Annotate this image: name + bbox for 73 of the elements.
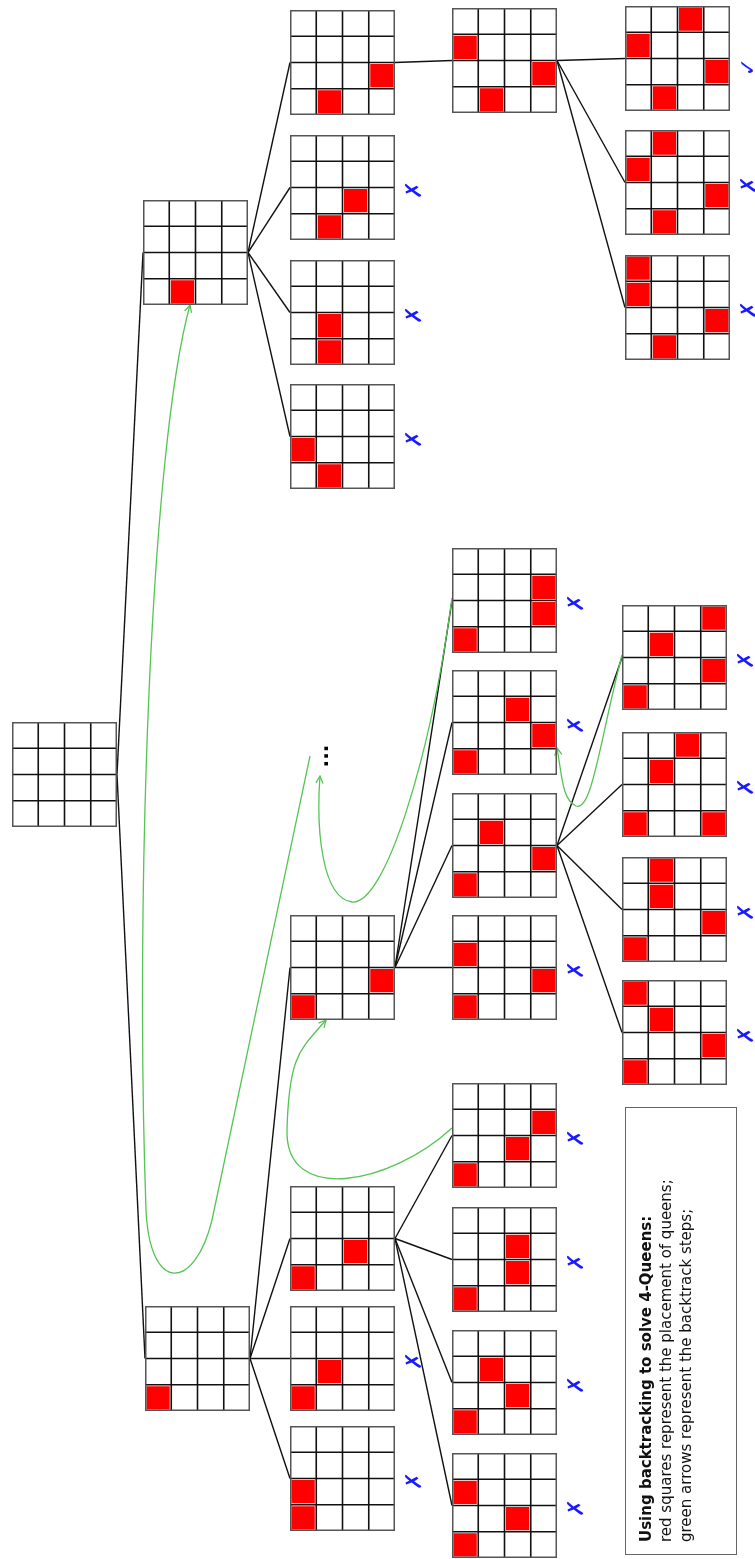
status-mark: ✗	[735, 901, 755, 923]
chessboard	[290, 135, 395, 240]
backtrack-arrow	[315, 597, 453, 903]
status-mark: ✗	[565, 1497, 587, 1519]
chessboard	[452, 793, 557, 898]
chessboard	[625, 255, 730, 360]
status-mark: ✗	[403, 1470, 425, 1492]
chessboard	[625, 6, 730, 111]
status-mark: ✗	[403, 179, 425, 201]
chessboard	[290, 1306, 395, 1411]
status-mark: ✗	[403, 428, 425, 450]
backtrack-arrow	[554, 654, 623, 807]
chessboard	[12, 722, 117, 827]
tree-line	[116, 251, 144, 776]
tree-line	[556, 844, 623, 911]
chessboard	[290, 915, 395, 1020]
chessboard	[290, 10, 395, 115]
chessboard	[452, 1207, 557, 1312]
chessboard	[622, 857, 727, 962]
chessboard	[143, 200, 248, 305]
tree-line	[556, 57, 626, 62]
chessboard	[622, 980, 727, 1085]
tree-line	[556, 59, 626, 309]
status-mark: ✗	[403, 304, 425, 326]
tree-line	[394, 1237, 453, 1384]
chessboard	[625, 130, 730, 235]
tree-line	[394, 59, 453, 64]
chessboard	[452, 1083, 557, 1188]
ellipsis: ...	[310, 743, 332, 770]
chessboard	[452, 670, 557, 775]
tree-line	[247, 186, 291, 254]
tree-line	[556, 59, 626, 184]
status-mark: ✗	[565, 1251, 587, 1273]
chessboard	[452, 1453, 557, 1558]
chessboard	[145, 1306, 250, 1411]
tree-line	[249, 1357, 291, 1480]
status-mark: ✗	[565, 1374, 587, 1396]
chessboard	[290, 1186, 395, 1291]
legend-heading: Using backtracking to solve 4-Queens:	[636, 1214, 656, 1542]
chessboard	[622, 732, 727, 837]
chessboard	[452, 915, 557, 1020]
tree-line	[556, 783, 623, 847]
backtrack-arrow	[286, 1019, 453, 1180]
status-mark: ✗	[403, 1350, 425, 1372]
tree-line	[249, 1357, 291, 1360]
chessboard	[622, 605, 727, 710]
status-mark: ✗	[565, 959, 587, 981]
tree-line	[394, 844, 453, 969]
tree-line	[116, 773, 146, 1360]
tree-line	[394, 966, 453, 969]
chessboard	[452, 548, 557, 653]
legend-box	[625, 1107, 737, 1555]
tree-line	[394, 1237, 453, 1507]
chessboard	[452, 8, 557, 113]
tree-line	[394, 1237, 453, 1261]
status-mark: ✗	[565, 714, 587, 736]
tree-line	[247, 251, 291, 438]
chessboard	[290, 260, 395, 365]
tree-line	[249, 1237, 291, 1360]
tree-line	[556, 844, 623, 1034]
status-mark: ✗	[735, 776, 755, 798]
status-mark: ✗	[735, 1024, 755, 1046]
chessboard	[290, 1426, 395, 1531]
backtrack-arrow	[141, 304, 311, 1274]
tree-line	[247, 251, 291, 314]
legend-text: red squares represent the placement of queens; green arrows represent the backtrack steps;	[656, 1178, 696, 1542]
status-mark: ✗	[565, 1127, 587, 1149]
chessboard	[452, 1330, 557, 1435]
chessboard	[290, 384, 395, 489]
tree-line	[394, 1134, 453, 1240]
status-mark: ✗	[735, 649, 755, 671]
status-mark: ✗	[565, 592, 587, 614]
status-mark: ✓	[737, 56, 755, 78]
